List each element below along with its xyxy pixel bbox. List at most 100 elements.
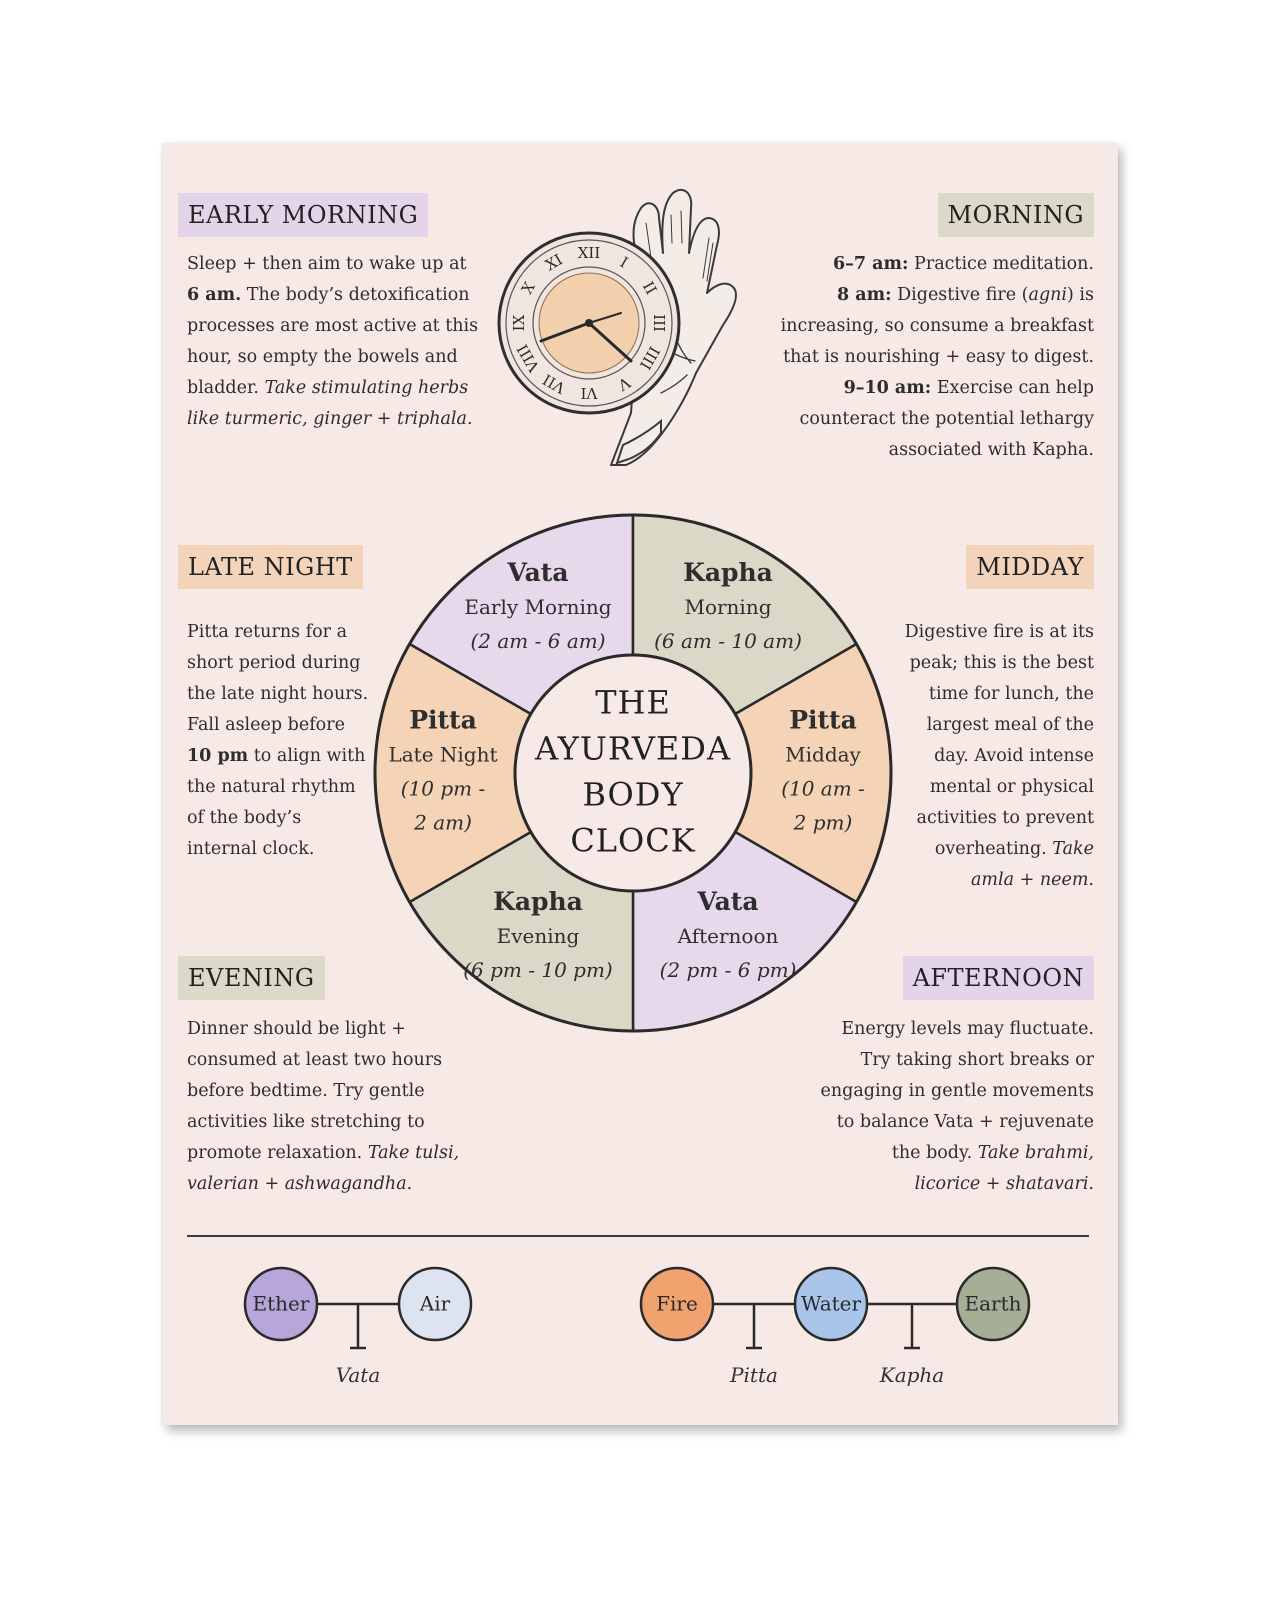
text-segment: engaging in gentle movements: [820, 1081, 1094, 1101]
wheel-segment-range_lines: (10 pm -: [401, 777, 486, 801]
text-segment: Take brahmi,: [977, 1143, 1094, 1163]
text-segment: the body.: [891, 1143, 978, 1163]
element-label: Water: [801, 1292, 862, 1316]
midday-label: MIDDAY: [966, 545, 1094, 589]
text-segment: to align with: [248, 746, 366, 766]
morning-line: associated with Kapha.: [781, 435, 1094, 466]
wheel-segment-period: Afternoon: [677, 924, 779, 948]
wheel-segment-period: Early Morning: [464, 595, 611, 619]
evening-line: promote relaxation. Take tulsi,: [187, 1138, 459, 1169]
clock-numeral: XI: [542, 250, 565, 274]
dosha-label: Pitta: [729, 1363, 778, 1387]
late-night-line: 10 pm to align with: [187, 741, 368, 772]
early-morning-line: processes are most active at this: [187, 311, 478, 342]
text-segment: activities like stretching to: [187, 1112, 425, 1132]
wheel-segment-range: (6 am - 10 am): [654, 629, 802, 653]
text-segment: Dinner should be light +: [187, 1019, 406, 1039]
midday-line: amla + neem.: [905, 865, 1094, 896]
text-segment: licorice + shatavari.: [914, 1174, 1094, 1194]
wheel-segment-range: (2 am - 6 am): [470, 629, 605, 653]
wheel-segment-range_lines: 2 am): [413, 811, 472, 835]
evening-text: Dinner should be light + consumed at leas…: [187, 1014, 459, 1200]
text-segment: bladder.: [187, 378, 265, 398]
wheel-center-title: BODY: [582, 776, 683, 814]
midday-line: peak; this is the best: [905, 648, 1094, 679]
midday-line: mental or physical: [905, 772, 1094, 803]
text-segment: promote relaxation.: [187, 1143, 368, 1163]
clock-numeral: IX: [510, 314, 528, 331]
early-morning-label: EARLY MORNING: [178, 193, 429, 237]
text-segment: overheating.: [934, 839, 1053, 859]
evening-label: EVENING: [178, 956, 325, 1000]
afternoon-line: to balance Vata + rejuvenate: [820, 1107, 1094, 1138]
element-label: Earth: [964, 1292, 1021, 1316]
early-morning-line: like turmeric, ginger + triphala.: [187, 404, 478, 435]
wheel-segment-dosha: Pitta: [789, 706, 857, 735]
text-segment: activities to prevent: [916, 808, 1094, 828]
text-segment: Pitta returns for a: [187, 622, 348, 642]
midday-line: activities to prevent: [905, 803, 1094, 834]
text-segment: counteract the potential lethargy: [799, 409, 1094, 429]
late-night-line: of the body’s: [187, 803, 368, 834]
text-segment: amla + neem.: [971, 870, 1094, 890]
text-segment: to balance Vata + rejuvenate: [836, 1112, 1094, 1132]
wheel-segment-period: Morning: [684, 595, 771, 619]
text-segment: the natural rhythm: [187, 777, 356, 797]
text-segment: Energy levels may fluctuate.: [841, 1019, 1094, 1039]
afternoon-line: engaging in gentle movements: [820, 1076, 1094, 1107]
text-segment: mental or physical: [929, 777, 1094, 797]
text-segment: The body’s detoxification: [241, 285, 470, 305]
evening-line: activities like stretching to: [187, 1107, 459, 1138]
text-segment: 6–7 am:: [832, 254, 909, 274]
late-night-line: internal clock.: [187, 834, 368, 865]
midday-line: time for lunch, the: [905, 679, 1094, 710]
element-label: Fire: [656, 1292, 698, 1316]
text-segment: like turmeric, ginger + triphala.: [187, 409, 473, 429]
morning-line: increasing, so consume a breakfast: [781, 311, 1094, 342]
text-segment: of the body’s: [187, 808, 302, 828]
evening-line: Dinner should be light +: [187, 1014, 459, 1045]
morning-line: 8 am: Digestive fire (agni) is: [781, 280, 1094, 311]
wheel-center: [513, 653, 753, 893]
afternoon-line: the body. Take brahmi,: [820, 1138, 1094, 1169]
text-segment: Practice meditation.: [908, 254, 1094, 274]
afternoon-text: Energy levels may fluctuate. Try taking s…: [820, 1014, 1094, 1200]
text-segment: valerian + ashwagandha.: [187, 1174, 413, 1194]
text-segment: ) is: [1067, 285, 1094, 305]
late-night-line: the natural rhythm: [187, 772, 368, 803]
evening-line: valerian + ashwagandha.: [187, 1169, 459, 1200]
text-segment: hour, so empty the bowels and: [187, 347, 458, 367]
late-night-line: Fall asleep before: [187, 710, 368, 741]
text-segment: Fall asleep before: [187, 715, 345, 735]
text-segment: increasing, so consume a breakfast: [780, 316, 1094, 336]
text-segment: Try taking short breaks or: [860, 1050, 1094, 1070]
element-circle-air: [397, 1266, 473, 1342]
wheel-segment-range_lines: 2 pm): [793, 811, 853, 835]
text-segment: Digestive fire is at its: [904, 622, 1094, 642]
wheel-segment-period: Evening: [497, 924, 580, 948]
wheel-segment-range: (2 pm - 6 pm): [660, 958, 797, 982]
element-circle-earth: [955, 1266, 1031, 1342]
clock-numeral: VI: [581, 384, 599, 402]
text-segment: that is nourishing + easy to digest.: [783, 347, 1094, 367]
wheel-segment-dosha: Vata: [506, 558, 568, 587]
midday-line: day. Avoid intense: [905, 741, 1094, 772]
element-label: Air: [419, 1292, 451, 1316]
midday-line: largest meal of the: [905, 710, 1094, 741]
element-circle-fire: [639, 1266, 715, 1342]
ayurveda-poster: EARLY MORNING MORNING LATE NIGHT MIDDAY …: [163, 143, 1118, 1425]
early-morning-line: Sleep + then aim to wake up at: [187, 249, 478, 280]
early-morning-line: bladder. Take stimulating herbs: [187, 373, 478, 404]
dosha-label: Vata: [336, 1363, 381, 1387]
text-segment: peak; this is the best: [909, 653, 1094, 673]
text-segment: short period during: [187, 653, 361, 673]
element-label: Ether: [253, 1292, 310, 1316]
text-segment: consumed at least two hours: [187, 1050, 443, 1070]
text-segment: internal clock.: [187, 839, 315, 859]
midday-line: Digestive fire is at its: [905, 617, 1094, 648]
